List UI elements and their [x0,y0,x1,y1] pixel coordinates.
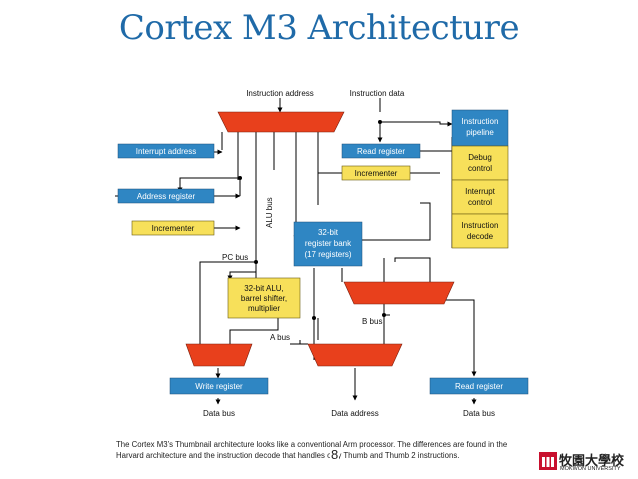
address-register-block: Address register [117,188,215,204]
svg-text:register bank: register bank [305,239,352,248]
read-register-top-block: Read register [341,143,421,159]
svg-text:Interrupt address: Interrupt address [136,147,196,156]
svg-text:control: control [468,198,492,207]
svg-text:Write register: Write register [195,382,243,391]
pipeline-stack: Debug control Interrupt control Instruct… [451,145,509,249]
data-bus-left-label: Data bus [203,409,235,418]
svg-text:32-bit ALU,: 32-bit ALU, [244,284,284,293]
junction-dots [238,120,386,320]
instruction-address-label: Instruction address [246,89,314,98]
interrupt-address-block: Interrupt address [117,143,215,159]
university-name: 牧園大學校 [559,454,625,469]
instruction-data-label: Instruction data [350,89,405,98]
instruction-pipeline-block: Instruction pipeline [451,109,509,147]
svg-text:Incrementer: Incrementer [355,169,398,178]
svg-text:Address register: Address register [137,192,196,201]
svg-text:pipeline: pipeline [466,128,494,137]
svg-text:control: control [468,164,492,173]
alu-block: 32-bit ALU, barrel shifter, multiplier [227,277,301,319]
b-bus-mux [343,281,455,305]
slide-title: Cortex M3 Architecture [118,8,520,48]
diagram-caption: The Cortex M3’s Thumbnail architecture l… [116,440,508,460]
svg-text:Interrupt: Interrupt [465,187,496,196]
svg-text:Read register: Read register [455,382,503,391]
multiplexers [185,111,455,367]
read-register-bottom-block: Read register [429,377,529,395]
svg-text:barrel shifter,: barrel shifter, [241,294,287,303]
university-logo: 牧園大學校 MOKWON UNIVERSITY [538,449,636,475]
register-bank-block: 32-bit register bank (17 registers) [293,221,363,267]
svg-text:Incrementer: Incrementer [152,224,195,233]
incrementer-left-block: Incrementer [131,220,215,236]
page-number: 8 [330,447,340,462]
alu-bus-label: ALU bus [265,197,274,228]
svg-text:Debug: Debug [468,153,492,162]
pc-bus-label: PC bus [222,253,248,262]
write-register-block: Write register [169,377,269,395]
write-mux [185,343,253,367]
svg-text:Read register: Read register [357,147,405,156]
svg-text:decode: decode [467,232,494,241]
university-subtitle: MOKWON UNIVERSITY [560,466,621,472]
instruction-address-mux [217,111,345,133]
b-bus-label: B bus [362,317,382,326]
university-emblem-icon [539,452,557,470]
svg-text:32-bit: 32-bit [318,228,339,237]
a-bus-label: A bus [270,333,290,342]
svg-text:Instruction: Instruction [462,221,499,230]
data-address-label: Data address [331,409,379,418]
svg-text:multiplier: multiplier [248,304,280,313]
data-bus-right-label: Data bus [463,409,495,418]
svg-text:Instruction: Instruction [462,117,499,126]
data-address-mux [307,343,403,367]
svg-text:(17 registers): (17 registers) [304,250,351,259]
incrementer-top-block: Incrementer [341,165,411,181]
